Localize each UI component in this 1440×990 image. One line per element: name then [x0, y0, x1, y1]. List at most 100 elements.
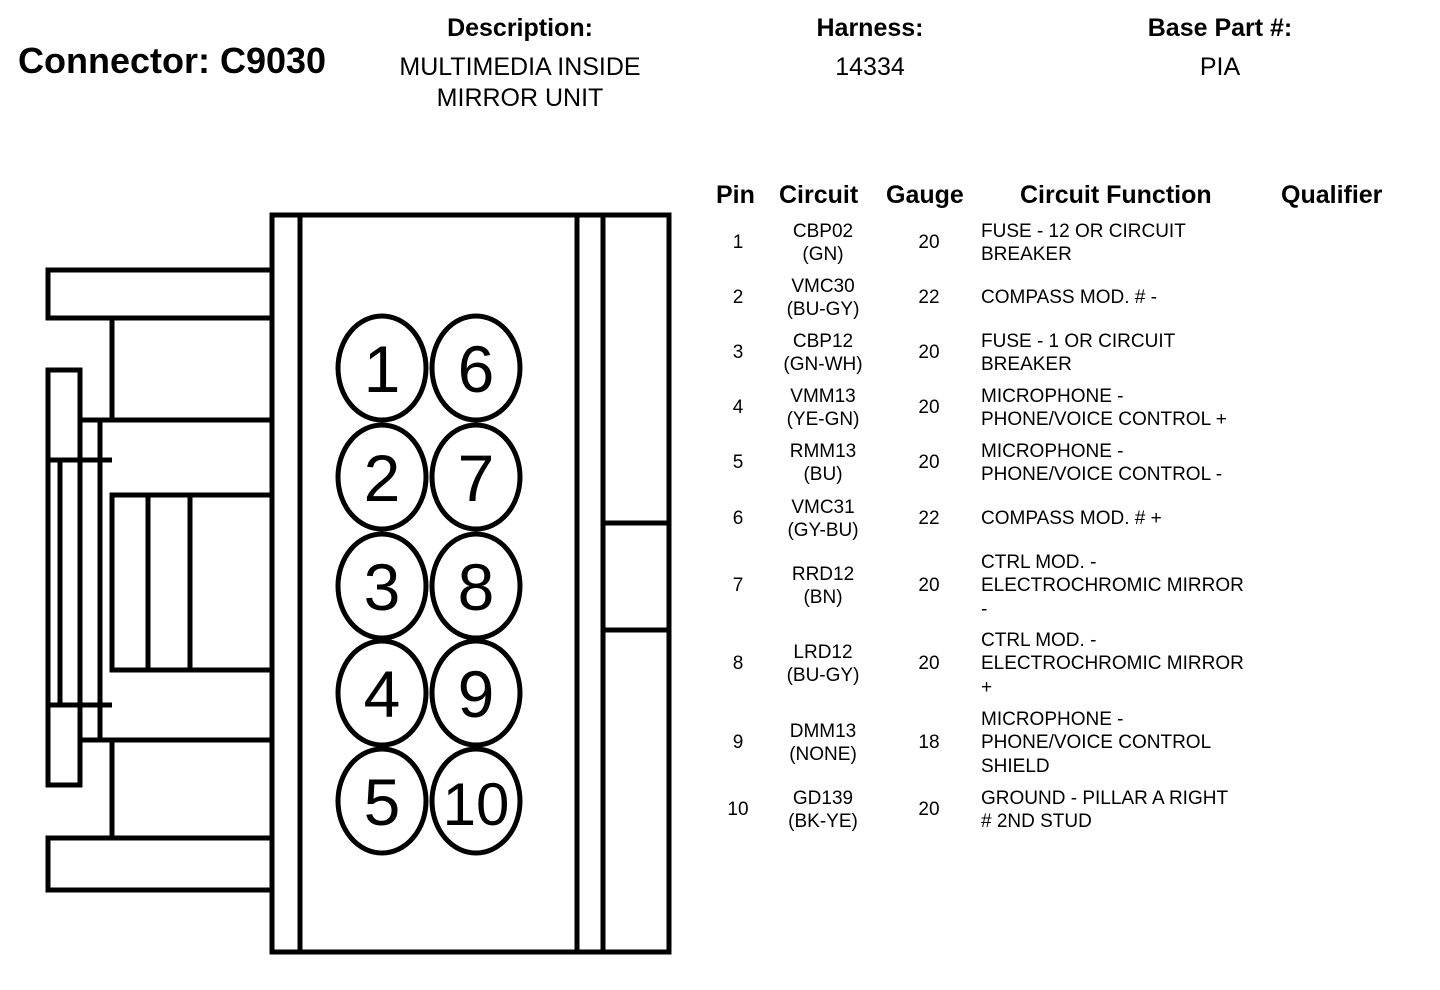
circuit-cell-line: (BK-YE): [788, 811, 858, 832]
pin-cell: 4: [718, 396, 758, 420]
gauge-cell: 22: [899, 286, 959, 310]
description-label: Description:: [447, 14, 593, 42]
circuit-cell-line: (BU-GY): [786, 299, 860, 320]
pin-number-3: 3: [364, 550, 401, 624]
pin-cavity-5: [335, 746, 429, 856]
gauge-cell: 20: [899, 396, 959, 420]
gauge-cell: 22: [899, 507, 959, 531]
pin-number-2: 2: [364, 441, 401, 515]
gauge-cell-line: 18: [918, 732, 940, 754]
circuit-cell-line: CBP12: [792, 330, 854, 352]
circuit-function-cell-line: PHONE/VOICE CONTROL -: [981, 464, 1223, 485]
pin-number-4: 4: [364, 657, 401, 731]
circuit-cell-line: RRD12: [791, 563, 855, 585]
circuit-cell-line: RMM13: [789, 440, 857, 462]
pin-cavity-4: [335, 638, 429, 748]
circuit-cell-line: DMM13: [789, 720, 857, 742]
circuit-cell-line: GD139: [792, 787, 854, 809]
circuit-cell-line: (BU-GY): [786, 665, 860, 686]
circuit-function-cell: COMPASS MOD. # +: [981, 507, 1281, 531]
column-header-circuit: Circuit: [779, 181, 859, 209]
circuit-function-cell: CTRL MOD. -ELECTROCHROMIC MIRROR+: [981, 629, 1281, 700]
pin-cavity-6: [429, 313, 523, 423]
circuit-cell: GD139(BK-YE): [758, 787, 888, 834]
gauge-cell-line: 20: [918, 653, 940, 675]
circuit-cell-line: (NONE): [789, 744, 857, 765]
circuit-function-cell-line: # 2ND STUD: [981, 811, 1092, 832]
left-lock-tab-outline: [45, 367, 112, 788]
pin-number-10: 10: [443, 771, 510, 838]
circuit-cell: LRD12(BU-GY): [758, 641, 888, 688]
circuit-cell-line: (GN): [802, 244, 844, 265]
gauge-cell-line: 22: [918, 508, 940, 530]
pin-cavity-3: [335, 531, 429, 641]
pin-cavity-8: [429, 531, 523, 641]
circuit-function-cell: MICROPHONE -PHONE/VOICE CONTROL +: [981, 385, 1281, 432]
circuit-cell-line: (GN-WH): [783, 354, 863, 375]
pin-cell: 3: [718, 341, 758, 365]
gauge-cell: 20: [899, 231, 959, 255]
harness-label: Harness:: [816, 14, 924, 42]
column-header-qualifier: Qualifier: [1281, 181, 1383, 209]
circuit-function-cell-line: ELECTROCHROMIC MIRROR: [981, 575, 1244, 597]
base-part-label: Base Part #:: [1147, 14, 1293, 42]
circuit-cell-line: CBP02: [792, 220, 854, 242]
circuit-function-cell-line: MICROPHONE -: [981, 708, 1124, 730]
circuit-function-cell-line: FUSE - 12 OR CIRCUIT: [981, 220, 1186, 242]
pin-number-7: 7: [458, 441, 495, 515]
gauge-cell-line: 20: [918, 452, 940, 474]
circuit-cell-line: (BU): [803, 464, 843, 485]
circuit-function-cell: CTRL MOD. -ELECTROCHROMIC MIRROR-: [981, 551, 1281, 622]
pin-cell: 9: [718, 731, 758, 755]
circuit-function-cell-line: -: [981, 598, 988, 620]
pin-number-9: 9: [458, 657, 495, 731]
column-header-gauge: Gauge: [886, 181, 964, 209]
pin-cell: 2: [718, 286, 758, 310]
gauge-cell: 18: [899, 731, 959, 755]
circuit-cell: DMM13(NONE): [758, 720, 888, 767]
pin-cell-line: 3: [732, 342, 744, 364]
pin-cell-line: 6: [732, 508, 744, 530]
pin-cavity-7: [429, 422, 523, 532]
gauge-cell-line: 20: [918, 575, 940, 597]
circuit-cell-line: VMC31: [791, 496, 855, 518]
pin-cell-line: 5: [732, 452, 744, 474]
pin-cell: 10: [718, 798, 758, 822]
column-header-circuit-function: Circuit Function: [1020, 181, 1212, 209]
circuit-cell: RRD12(BN): [758, 563, 888, 610]
left-latch-lower: [45, 737, 272, 893]
base-part-value: PIA: [1199, 53, 1241, 81]
circuit-cell-line: (YE-GN): [786, 409, 860, 430]
pin-cavity-9: [429, 638, 523, 748]
circuit-function-cell-line: ELECTROCHROMIC MIRROR: [981, 653, 1244, 675]
circuit-cell: VMC30(BU-GY): [758, 275, 888, 322]
pin-cell-line: 2: [732, 287, 744, 309]
gauge-cell-line: 20: [918, 799, 940, 821]
circuit-function-cell-line: CTRL MOD. -: [981, 551, 1097, 573]
circuit-function-cell-line: PHONE/VOICE CONTROL: [981, 732, 1212, 754]
left-latch-upper: [45, 267, 272, 423]
circuit-cell-line: (GY-BU): [787, 520, 859, 541]
column-header-pin: Pin: [716, 181, 755, 209]
circuit-function-cell-line: CTRL MOD. -: [981, 629, 1097, 651]
pin-cell-line: 8: [732, 653, 744, 675]
pin-cavity-10: [429, 746, 523, 856]
description-value: MULTIMEDIA INSIDE MIRROR UNIT: [340, 52, 700, 114]
circuit-function-cell-line: BREAKER: [981, 244, 1072, 265]
gauge-cell: 20: [899, 574, 959, 598]
circuit-function-cell-line: +: [981, 676, 993, 698]
gauge-cell: 20: [899, 341, 959, 365]
pin-number-6: 6: [458, 332, 495, 406]
pin-cell-line: 9: [732, 732, 744, 754]
pin-cell: 1: [718, 231, 758, 255]
circuit-function-cell-line: COMPASS MOD. # -: [981, 287, 1157, 309]
gauge-cell-line: 22: [918, 287, 940, 309]
circuit-cell-line: VMC30: [791, 275, 855, 297]
gauge-cell: 20: [899, 652, 959, 676]
circuit-function-cell: COMPASS MOD. # -: [981, 286, 1281, 310]
circuit-cell: CBP12(GN-WH): [758, 330, 888, 377]
